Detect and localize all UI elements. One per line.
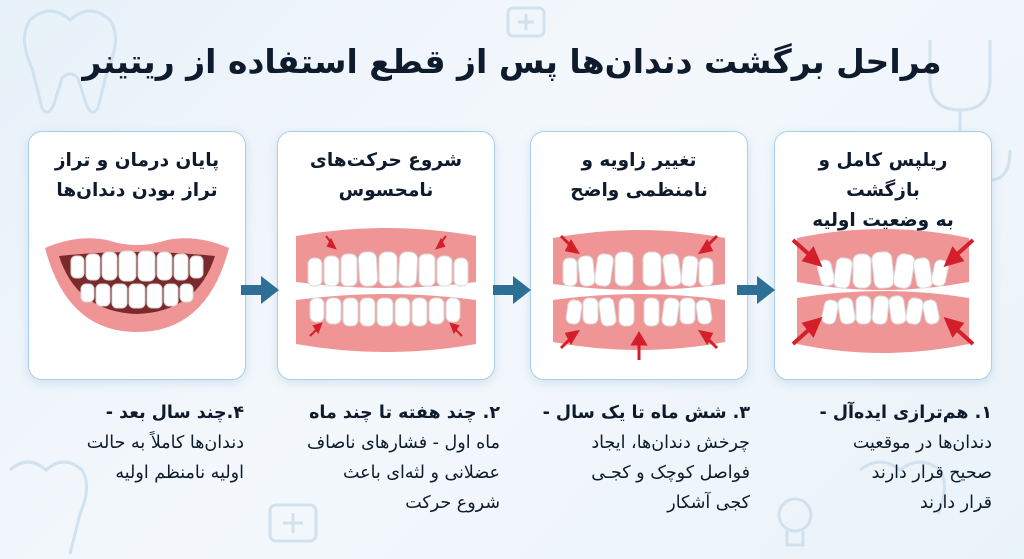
step-title: ۳. شش ماه تا یک سال - xyxy=(542,403,750,423)
teeth-illustration-irregular xyxy=(553,230,725,360)
card-title-line: نامنظمی واضح xyxy=(570,180,708,201)
arrow-right-icon xyxy=(493,276,531,304)
first-aid-icon-top xyxy=(506,6,546,38)
card-title: پایان درمان و تراز تراز بودن دندان‌ها xyxy=(35,146,239,206)
step-title: ۴.چند سال بعد - xyxy=(105,403,244,423)
card-title-line: نامحسوس xyxy=(338,180,434,201)
desc-line: کجی آشکار xyxy=(667,493,750,513)
tooth-outline-icon-bottom xyxy=(9,460,88,555)
stage-description-3: ۳. شش ماه تا یک سال - چرخش دندان‌ها، ایج… xyxy=(516,398,750,518)
arrow-right-icon xyxy=(241,276,279,304)
stage-card-angle-change: تغییر زاویه و نامنظمی واضح xyxy=(530,131,748,380)
card-title-line: پایان درمان و تراز xyxy=(54,150,220,171)
lightbulb-icon xyxy=(777,497,813,533)
desc-line: ماه اول - فشارهای ناصاف xyxy=(306,433,500,453)
step-title: ۱. هم‌ترازی ایده‌آل - xyxy=(819,403,993,423)
stage-description-1: ۱. هم‌ترازی ایده‌آل - دندان‌ها در موقعیت… xyxy=(782,398,993,518)
card-title: شروع حرکت‌های نامحسوس xyxy=(284,146,488,206)
tooth-outline-icon-right xyxy=(859,460,946,515)
teeth-illustration-subtle xyxy=(296,228,476,352)
desc-line: اولیه نامنظم اولیه xyxy=(115,463,244,483)
desc-line: صحیح قرار دارند xyxy=(871,463,992,483)
card-title-line: تراز بودن دندان‌ها xyxy=(56,180,218,201)
desc-line: دندان‌ها در موقعیت xyxy=(852,433,992,453)
desc-line: دندان‌ها کاملاً به حالت xyxy=(86,433,244,453)
page-title: مراحل برگشت دندان‌ها پس از قطع استفاده ا… xyxy=(82,42,942,81)
tooth-outline-icon xyxy=(23,9,117,114)
stage-description-2: ۲. چند هفته تا چند ماه ماه اول - فشارهای… xyxy=(266,398,500,518)
desc-line: فواصل کوچک و کجـی xyxy=(591,463,750,483)
desc-line: قرار دارند xyxy=(919,493,992,513)
card-title: تغییر زاویه و نامنظمی واضح xyxy=(537,146,741,206)
teeth-illustration-full-relapse xyxy=(791,229,975,353)
card-title-line: به وضعیت اولیه xyxy=(812,210,954,231)
stage-card-relapse: ریلپس کامل و بازگشت به وضعیت اولیه xyxy=(774,131,992,380)
stage-description-4: ۴.چند سال بعد - دندان‌ها کاملاً به حالت … xyxy=(32,398,244,488)
arrow-right-icon xyxy=(737,276,775,304)
desc-line: چرخش دندان‌ها، ایجاد xyxy=(591,433,750,453)
stage-card-subtle-movement: شروع حرکت‌های نامحسوس xyxy=(277,131,495,380)
first-aid-icon xyxy=(268,503,318,543)
stage-card-end-of-treatment: پایان درمان و تراز تراز بودن دندان‌ها xyxy=(28,131,246,380)
card-title: ریلپس کامل و بازگشت به وضعیت اولیه xyxy=(781,146,985,236)
card-title-line: تغییر زاویه و xyxy=(581,150,697,171)
card-title-line: شروع حرکت‌های xyxy=(309,150,463,171)
card-title-line: ریلپس کامل و بازگشت xyxy=(818,150,948,201)
desc-line: شروع حرکت xyxy=(405,493,500,513)
desc-line: عضلانی و لثه‌ای باعث xyxy=(342,463,500,483)
step-title: ۲. چند هفته تا چند ماه xyxy=(309,403,500,423)
smile-illustration-aligned xyxy=(45,238,229,332)
